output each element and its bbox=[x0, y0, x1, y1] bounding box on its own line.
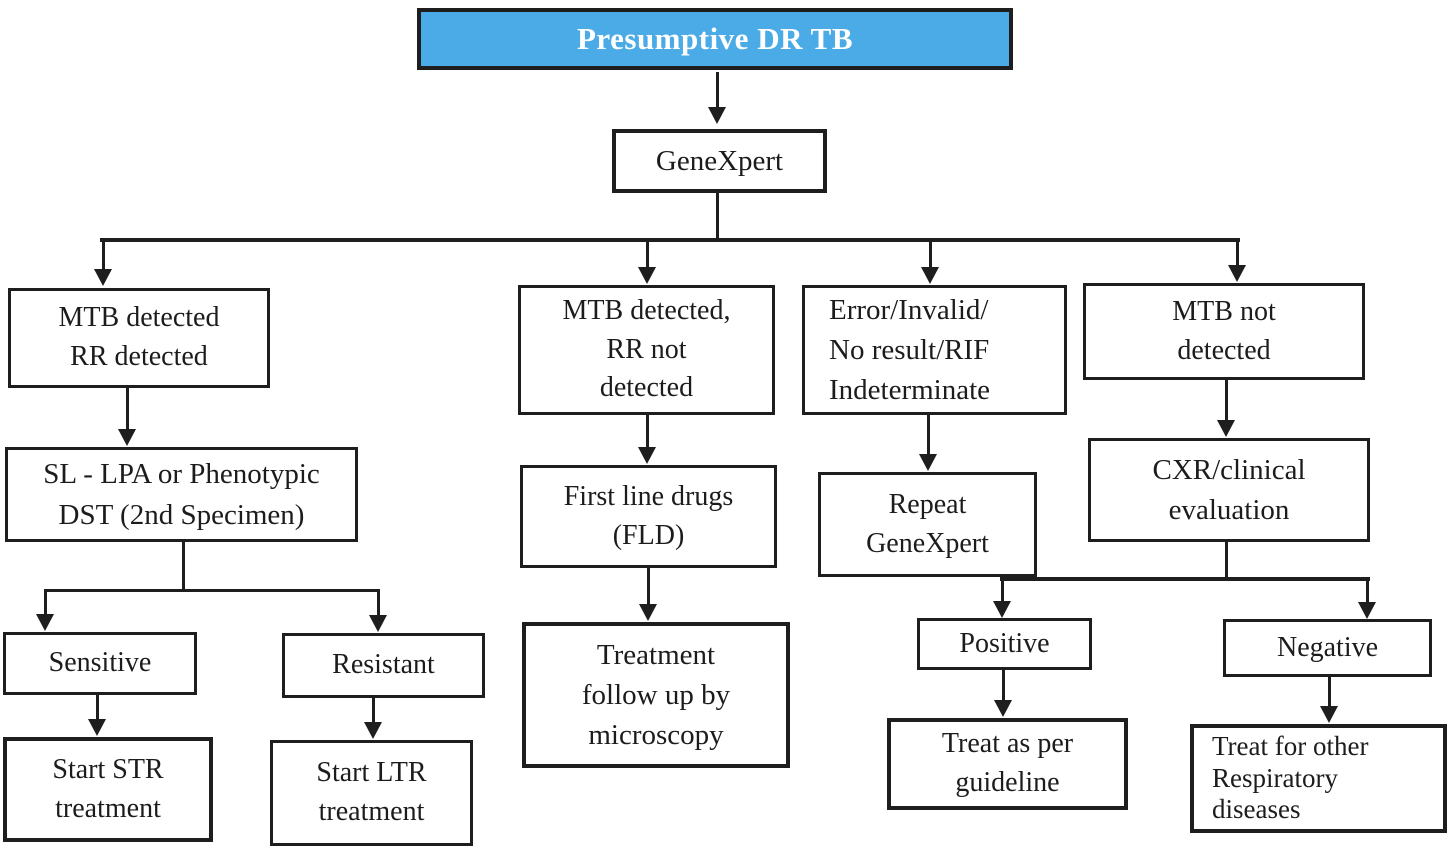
arrowhead-icon bbox=[364, 722, 382, 739]
arrowhead-icon bbox=[88, 719, 106, 736]
arrowhead-icon bbox=[36, 614, 54, 631]
node-genexpert: GeneXpert bbox=[612, 129, 827, 193]
connector-line bbox=[44, 589, 47, 614]
connector-line bbox=[126, 388, 129, 429]
node-start-ltr-treatment: Start LTR treatment bbox=[270, 740, 473, 846]
connector-line bbox=[1002, 670, 1005, 700]
connector-line bbox=[1001, 579, 1004, 601]
arrowhead-icon bbox=[708, 107, 726, 124]
node-mtb-detected-rr-not-detected: MTB detected, RR not detected bbox=[518, 285, 775, 415]
node-repeat-genexpert: Repeat GeneXpert bbox=[818, 472, 1037, 577]
node-sl-lpa-dst: SL - LPA or Phenotypic DST (2nd Specimen… bbox=[5, 447, 358, 542]
node-presumptive-dr-tb: Presumptive DR TB bbox=[417, 8, 1013, 70]
connector-line bbox=[927, 415, 930, 454]
branch-line bbox=[44, 589, 380, 592]
connector-line bbox=[1225, 542, 1228, 580]
connector-line bbox=[372, 698, 375, 722]
arrowhead-icon bbox=[1358, 602, 1376, 619]
arrowhead-icon bbox=[1228, 265, 1246, 282]
connector-line bbox=[716, 193, 719, 242]
connector-line bbox=[1328, 677, 1331, 706]
connector-line bbox=[1225, 380, 1228, 420]
arrowhead-icon bbox=[118, 429, 136, 446]
branch-line bbox=[100, 238, 1240, 242]
connector-line bbox=[646, 415, 649, 447]
connector-line bbox=[102, 240, 105, 269]
arrowhead-icon bbox=[639, 604, 657, 621]
node-negative: Negative bbox=[1223, 619, 1432, 677]
node-first-line-drugs: First line drugs (FLD) bbox=[520, 465, 777, 568]
node-treat-other-respiratory: Treat for other Respiratory diseases bbox=[1190, 724, 1447, 833]
node-treat-as-per-guideline: Treat as per guideline bbox=[887, 718, 1128, 810]
connector-line bbox=[1236, 240, 1239, 266]
arrowhead-icon bbox=[369, 615, 387, 632]
node-mtb-not-detected: MTB not detected bbox=[1083, 283, 1365, 380]
node-treatment-followup-microscopy: Treatment follow up by microscopy bbox=[522, 622, 790, 768]
arrowhead-icon bbox=[638, 267, 656, 284]
connector-line bbox=[1366, 579, 1369, 602]
arrowhead-icon bbox=[94, 269, 112, 286]
arrowhead-icon bbox=[1217, 420, 1235, 437]
node-start-str-treatment: Start STR treatment bbox=[3, 737, 213, 842]
connector-line bbox=[647, 568, 650, 604]
node-resistant: Resistant bbox=[282, 633, 485, 698]
branch-line bbox=[1000, 577, 1370, 581]
arrowhead-icon bbox=[1320, 706, 1338, 723]
connector-line bbox=[929, 240, 932, 268]
connector-line bbox=[182, 542, 185, 590]
node-cxr-clinical-evaluation: CXR/clinical evaluation bbox=[1088, 438, 1370, 542]
connector-line bbox=[646, 240, 649, 268]
connector-line bbox=[716, 72, 719, 107]
arrowhead-icon bbox=[919, 454, 937, 471]
node-positive: Positive bbox=[917, 618, 1092, 670]
arrowhead-icon bbox=[994, 700, 1012, 717]
arrowhead-icon bbox=[993, 601, 1011, 618]
connector-line bbox=[96, 695, 99, 719]
connector-line bbox=[377, 589, 380, 615]
node-mtb-detected-rr-detected: MTB detected RR detected bbox=[8, 288, 270, 388]
node-error-invalid-no-result: Error/Invalid/ No result/RIF Indetermina… bbox=[802, 285, 1067, 415]
node-sensitive: Sensitive bbox=[3, 632, 197, 695]
arrowhead-icon bbox=[638, 447, 656, 464]
arrowhead-icon bbox=[921, 267, 939, 284]
